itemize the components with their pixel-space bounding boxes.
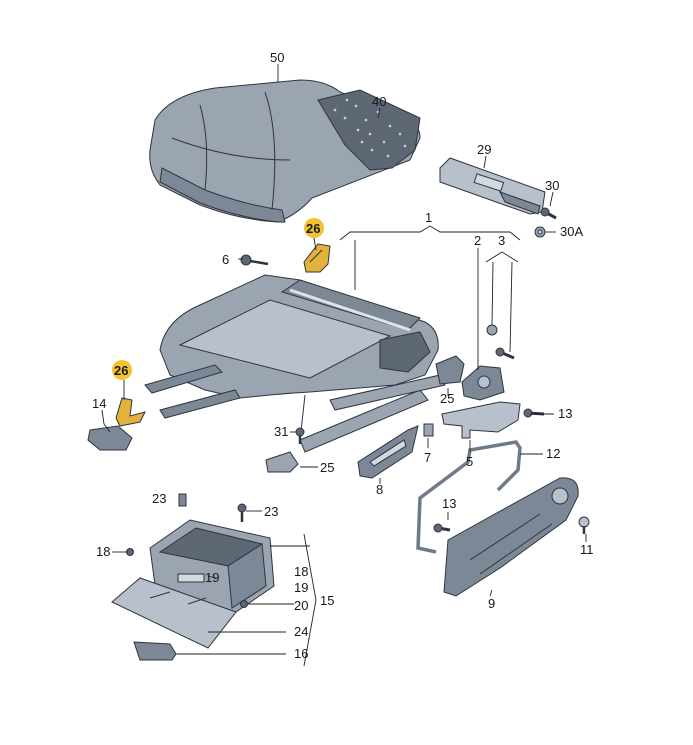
label-26-upper: 26 [306,221,320,236]
label-25-lower: 25 [320,460,334,475]
screw-part-3[interactable] [495,347,515,360]
leader-lines [101,64,587,667]
label-24: 24 [294,624,308,639]
seat-frame-part-1[interactable] [144,274,446,453]
label-14: 14 [92,396,106,411]
label-19-right: 19 [294,580,308,595]
highlight-circle-26-upper [304,218,324,238]
label-20: 20 [294,598,308,613]
handle-part-16[interactable] [133,641,177,661]
screw-part-23-right[interactable] [237,503,247,522]
screw-part-13-upper[interactable] [523,408,545,418]
trim-part-8[interactable] [357,425,419,479]
label-30: 30 [545,178,559,193]
label-6: 6 [222,252,229,267]
cover-part-25-upper[interactable] [435,355,465,385]
label-18-left: 18 [96,544,110,559]
label-8: 8 [376,482,383,497]
clip-part-7[interactable] [423,423,434,437]
label-16: 16 [294,646,308,661]
screw-part-20[interactable] [240,600,248,608]
label-25-upper: 25 [440,391,454,406]
label-5: 5 [466,454,473,469]
side-trim-part-9[interactable] [443,477,579,597]
label-29: 29 [477,142,491,157]
label-23-right: 23 [264,504,278,519]
label-18-right: 18 [294,564,308,579]
label-7: 7 [424,450,431,465]
label-31: 31 [274,424,288,439]
bracket-part-5[interactable] [441,401,521,439]
label-12: 12 [546,446,560,461]
clip-part-26-upper[interactable] [303,243,331,273]
label-13-upper: 13 [558,406,572,421]
cover-part-25-lower[interactable] [265,451,299,473]
label-3: 3 [498,233,505,248]
drawer-tray-part-24[interactable] [111,577,237,649]
screw-part-13-lower[interactable] [433,523,451,533]
label-15: 15 [320,593,334,608]
label-26-lower: 26 [114,363,128,378]
label-2: 2 [474,233,481,248]
highlight-circle-26-lower [112,360,132,380]
label-50: 50 [270,50,284,65]
label-30a: 30A [560,224,583,239]
label-9: 9 [488,596,495,611]
nut-part-30a[interactable] [534,226,546,238]
screw-part-30[interactable] [540,207,557,220]
label-13-lower: 13 [442,496,456,511]
label-1: 1 [425,210,432,225]
label-40: 40 [372,94,386,109]
cap-part-14[interactable] [87,425,133,451]
bracket-part-29[interactable] [439,157,546,215]
label-23-left: 23 [152,491,166,506]
screw-part-6[interactable] [240,254,269,266]
label-19-inner: 19 [205,570,219,585]
bracket-part-2[interactable] [461,365,505,401]
clip-part-26-lower[interactable] [115,397,146,427]
screw-part-31[interactable] [295,427,305,444]
drawer-assembly-part-15[interactable] [149,519,275,613]
screw-part-11[interactable] [578,516,590,534]
label-11: 11 [580,542,594,557]
screw-part-23-left[interactable] [178,493,187,507]
cushion-cover-part-40[interactable] [317,89,421,171]
washer-part-3[interactable] [486,324,498,336]
